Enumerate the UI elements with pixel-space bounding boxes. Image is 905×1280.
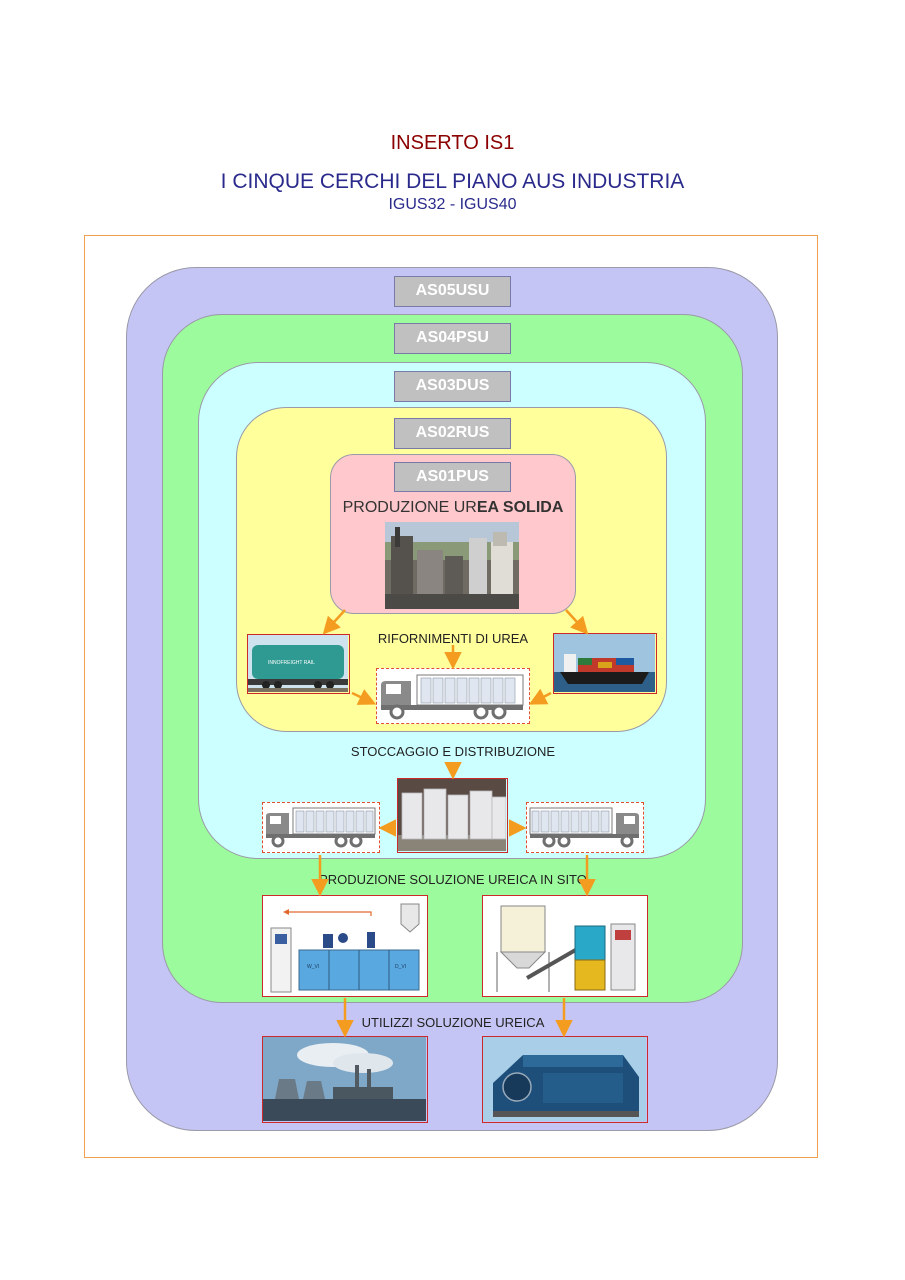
production-label-part1: PRODUZIONE UR xyxy=(342,499,477,516)
badge-as05usu: AS05USU xyxy=(394,276,511,307)
arrow-rail-to-truck xyxy=(351,689,377,705)
arrow-plant-to-rail xyxy=(322,609,346,635)
uses-label: UTILIZZI SOLUZIONE UREICA xyxy=(361,1015,545,1030)
diesel-engine-photo xyxy=(482,1036,648,1123)
storage-label: STOCCAGGIO E DISTRIBUZIONE xyxy=(350,744,556,759)
production-label-part2: EA SOLIDA xyxy=(476,499,564,516)
diagram-frame xyxy=(84,235,818,1158)
urea-plant-photo xyxy=(385,522,519,609)
badge-as01pus: AS01PUS xyxy=(394,462,511,492)
truck-icon-right xyxy=(526,802,644,853)
badge-as02rus: AS02RUS xyxy=(394,418,511,449)
tank-label-left: W_VI xyxy=(307,964,319,970)
mixing-tank-diagram: W_VI D_VI xyxy=(262,895,428,997)
rail-wagon-photo: INNOFREIGHT RAIL xyxy=(247,634,350,694)
power-plant-photo xyxy=(262,1036,428,1123)
truck-icon-center xyxy=(376,668,530,724)
supply-label: RIFORNIMENTI DI UREA xyxy=(377,631,529,646)
tank-label-right: D_VI xyxy=(395,964,406,970)
big-bags-photo xyxy=(397,778,508,853)
subtitle: IGUS32 - IGUS40 xyxy=(388,196,517,213)
badge-as04psu: AS04PSU xyxy=(394,323,511,354)
truck-icon-left xyxy=(262,802,380,853)
onsite-production-label: PRODUZIONE SOLUZIONE UREICA IN SITO xyxy=(319,872,587,887)
insert-title: INSERTO IS1 xyxy=(390,132,515,154)
container-ship-photo xyxy=(553,633,657,694)
main-title: I CINQUE CERCHI DEL PIANO AUS INDUSTRIA xyxy=(220,170,685,193)
silo-dosing-diagram xyxy=(482,895,648,997)
rail-wagon-text: INNOFREIGHT RAIL xyxy=(268,660,315,666)
arrow-ship-to-truck xyxy=(528,688,552,705)
badge-as03dus: AS03DUS xyxy=(394,371,511,402)
production-label: PRODUZIONE UREA SOLIDA xyxy=(330,499,576,517)
arrow-plant-to-ship xyxy=(565,609,589,635)
